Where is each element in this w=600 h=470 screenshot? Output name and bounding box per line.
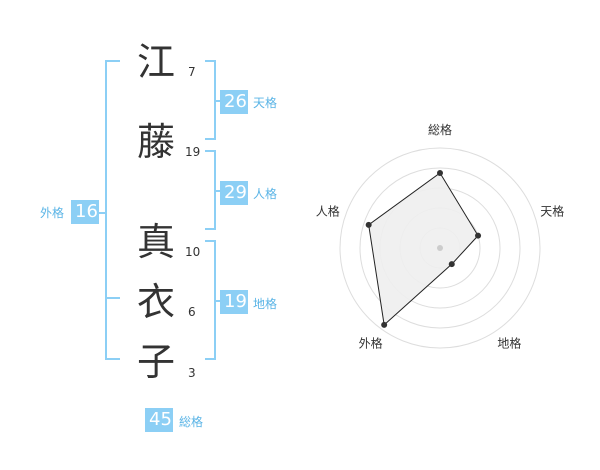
gaikaku-bracket: [105, 60, 120, 360]
radar-axis-label-1: 総格: [428, 122, 452, 137]
radar-axis-label-2: 天格: [540, 204, 564, 219]
radar-point-4: [381, 321, 388, 328]
name-char-1: 江: [137, 40, 176, 84]
radar-center-dot: [437, 245, 443, 251]
radar-area: [368, 172, 479, 326]
jinkaku-badge: 29: [220, 181, 248, 205]
chikaku-badge: 19: [220, 290, 248, 314]
stroke-count-5: 3: [188, 366, 196, 380]
radar-axis-label-3: 地格: [497, 335, 521, 350]
radar-point-5: [365, 221, 372, 228]
name-char-3: 真: [137, 220, 176, 264]
stroke-count-1: 7: [188, 65, 196, 79]
name-char-4: 衣: [137, 280, 176, 324]
gaikaku-badge: 16: [71, 200, 99, 224]
radar-axis-label-4: 外格: [359, 335, 383, 350]
gaikaku-label: 外格: [40, 206, 65, 220]
tenkaku-badge: 26: [220, 90, 248, 114]
stroke-count-2: 19: [185, 145, 201, 159]
soukaku-badge: 45: [145, 408, 173, 432]
radar-point-3: [448, 261, 455, 268]
radar-ring-4: [359, 167, 521, 329]
name-char-2: 藤: [137, 120, 176, 164]
soukaku-label: 総格: [179, 415, 204, 429]
chikaku-label: 地格: [253, 297, 278, 311]
radar-ring-5: [339, 147, 541, 349]
radar-point-1: [437, 170, 443, 176]
tenkaku-bracket-tick: [214, 100, 222, 102]
radar-point-2: [475, 232, 482, 239]
gaikaku-bracket-mid: [105, 297, 120, 299]
stroke-count-4: 6: [188, 305, 196, 319]
tenkaku-label: 天格: [253, 96, 278, 110]
stroke-count-3: 10: [185, 245, 201, 259]
jinkaku-label: 人格: [253, 187, 278, 201]
radar-points: [365, 170, 482, 328]
chikaku-bracket-tick: [214, 300, 222, 302]
name-char-5: 子: [137, 340, 176, 384]
radar-axis-label-5: 人格: [316, 204, 340, 219]
gaikaku-bracket-tick: [98, 212, 107, 214]
jinkaku-bracket-tick: [214, 190, 222, 192]
